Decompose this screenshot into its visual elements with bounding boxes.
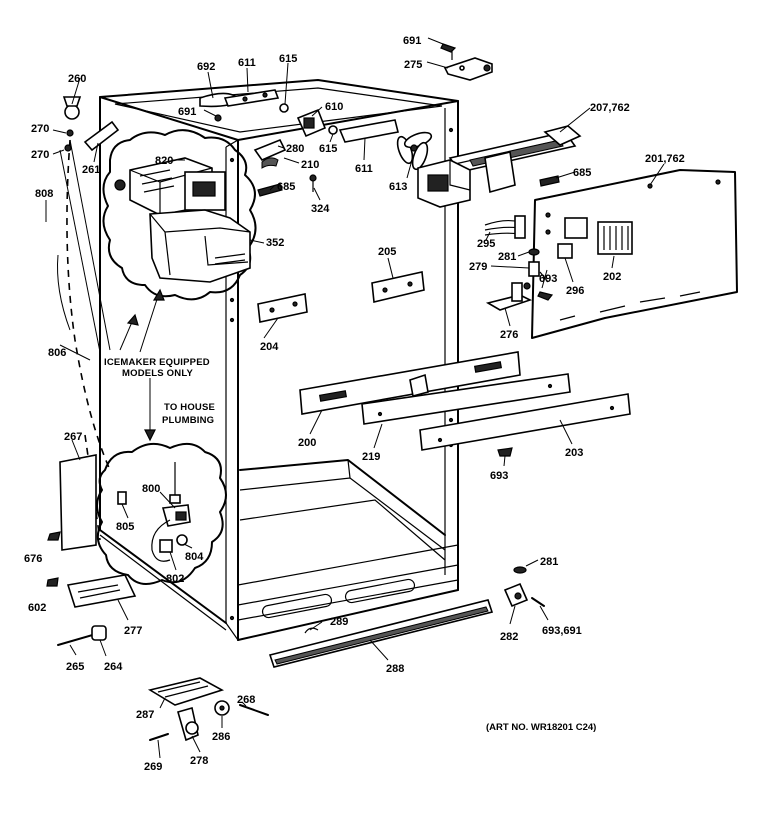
label-281: 281 xyxy=(540,556,558,568)
label-693-691: 693,691 xyxy=(542,625,582,637)
label-264: 264 xyxy=(104,661,123,673)
fan-blade xyxy=(396,131,433,171)
label-691: 691 xyxy=(178,106,196,118)
label-282: 282 xyxy=(500,631,518,643)
label-210: 210 xyxy=(301,159,319,171)
label-268: 268 xyxy=(237,694,255,706)
plumbing-note-line1: TO HOUSE xyxy=(164,402,215,413)
screw-685-right xyxy=(539,175,560,187)
label-203: 203 xyxy=(565,447,583,459)
label-270: 270 xyxy=(31,149,49,161)
label-615: 615 xyxy=(319,143,337,155)
label-286: 286 xyxy=(212,731,230,743)
top-hinge xyxy=(440,43,493,81)
label-613: 613 xyxy=(389,181,407,193)
water-valve-assembly xyxy=(117,462,191,562)
part-labels: 691 275 692 611 615 260 691 610 207,762 … xyxy=(24,35,685,773)
label-279: 279 xyxy=(469,261,487,273)
label-693: 693 xyxy=(490,470,508,482)
front-rails xyxy=(299,351,631,457)
label-276: 276 xyxy=(500,329,518,341)
label-296: 296 xyxy=(566,285,584,297)
label-685: 685 xyxy=(277,181,295,193)
label-804: 804 xyxy=(185,551,204,563)
mounting-brackets xyxy=(257,271,425,323)
label-611: 611 xyxy=(355,163,373,175)
control-panel xyxy=(531,169,738,339)
label-602: 602 xyxy=(28,602,46,614)
label-289: 289 xyxy=(330,616,348,628)
label-691: 691 xyxy=(403,35,421,47)
label-261: 261 xyxy=(82,164,100,176)
left-lower-parts xyxy=(46,454,269,742)
icemaker-note-line2: MODELS ONLY xyxy=(122,368,193,379)
label-267: 267 xyxy=(64,431,82,443)
label-610: 610 xyxy=(325,101,343,113)
label-287: 287 xyxy=(136,709,154,721)
label-800: 800 xyxy=(142,483,160,495)
icemaker-assembly xyxy=(114,157,226,216)
label-806: 806 xyxy=(48,347,66,359)
label-692: 692 xyxy=(197,61,215,73)
label-676: 676 xyxy=(24,553,42,565)
label-265: 265 xyxy=(66,661,84,673)
label-324: 324 xyxy=(311,203,330,215)
label-802: 802 xyxy=(166,573,184,585)
label-808: 808 xyxy=(35,188,53,200)
label-201-762: 201,762 xyxy=(645,153,685,165)
label-280: 280 xyxy=(286,143,304,155)
label-202: 202 xyxy=(603,271,621,283)
toe-grille xyxy=(268,599,494,668)
label-352: 352 xyxy=(266,237,284,249)
label-611: 611 xyxy=(238,57,256,69)
wire-harness xyxy=(484,215,526,239)
label-820: 820 xyxy=(155,155,173,167)
label-207-762: 207,762 xyxy=(590,102,630,114)
leader-lines xyxy=(45,37,665,759)
label-260: 260 xyxy=(68,73,86,85)
label-205: 205 xyxy=(378,246,396,258)
label-275: 275 xyxy=(404,59,422,71)
label-270: 270 xyxy=(31,123,49,135)
label-269: 269 xyxy=(144,761,162,773)
art-number: (ART NO. WR18201 C24) xyxy=(486,722,596,733)
ice-bucket xyxy=(149,209,251,283)
icemaker-note-line1: ICEMAKER EQUIPPED xyxy=(104,357,210,368)
label-219: 219 xyxy=(362,451,380,463)
plumbing-callout-cloud xyxy=(96,442,227,585)
label-693: 693 xyxy=(539,273,557,285)
label-200: 200 xyxy=(298,437,316,449)
label-281: 281 xyxy=(498,251,516,263)
label-204: 204 xyxy=(260,341,279,353)
label-295: 295 xyxy=(477,238,495,250)
label-685: 685 xyxy=(573,167,591,179)
evaporator-fan-rail xyxy=(417,125,582,208)
label-805: 805 xyxy=(116,521,134,533)
label-278: 278 xyxy=(190,755,208,767)
plumbing-note-line2: PLUMBING xyxy=(162,415,214,426)
label-277: 277 xyxy=(124,625,142,637)
label-615: 615 xyxy=(279,53,297,65)
label-288: 288 xyxy=(386,663,404,675)
bottom-hinge xyxy=(503,566,545,608)
